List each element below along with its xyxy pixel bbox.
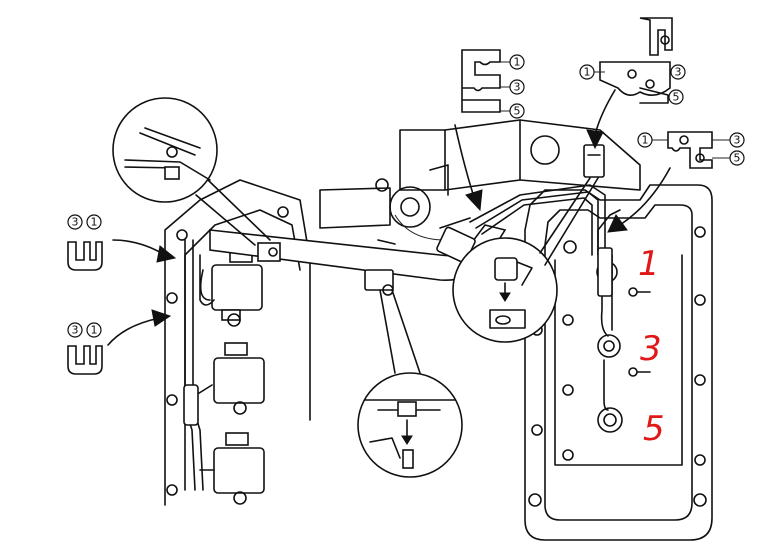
callout-label: 1 [642,134,649,147]
callouts-top-right-clamp: 1 3 5 [579,64,686,105]
callout-label: 5 [673,91,680,104]
callout-label: 1 [91,216,98,229]
main-harness [209,144,621,411]
ignition-coils-left [211,249,265,505]
harness-clamp-icon-left-bottom [67,345,103,375]
detail-callout-right [452,177,599,343]
callout-label: 3 [734,134,741,147]
callout-label: 1 [514,56,521,69]
callout-label: 3 [72,324,79,337]
callout-label: 3 [675,66,682,79]
callout-label: 1 [584,66,591,79]
callout-label: 5 [514,105,521,118]
right-cylinder-head [524,184,713,541]
cylinder-3-mark: 3 [640,329,662,369]
detail-callout-top-left [112,97,271,246]
callouts-top-left-clamp: 1 3 5 [500,54,525,119]
harness-clamp-icon-mid-right [667,131,713,169]
harness-clamp-icon-top-right [599,17,673,104]
callout-label: 3 [72,216,79,229]
harness-clamp-icon-top [461,49,501,113]
handwritten-cylinder-numbers: 1 3 5 [638,244,665,449]
callouts-left-bottom: 3 1 [67,322,102,338]
detail-callout-bottom [357,289,463,478]
callout-label: 3 [514,81,521,94]
callouts-mid-right-clamp: 1 3 5 [637,132,745,166]
pointer-arrows [107,89,671,346]
left-wire-harness [183,239,215,491]
cylinder-5-mark: 5 [643,409,665,449]
callout-label: 1 [91,324,98,337]
callout-label: 5 [734,152,741,165]
harness-clamp-icon-left-top [67,241,103,271]
callouts-left-top: 3 1 [67,214,102,230]
cylinder-1-mark: 1 [638,244,660,284]
intake-plenum [319,119,641,241]
